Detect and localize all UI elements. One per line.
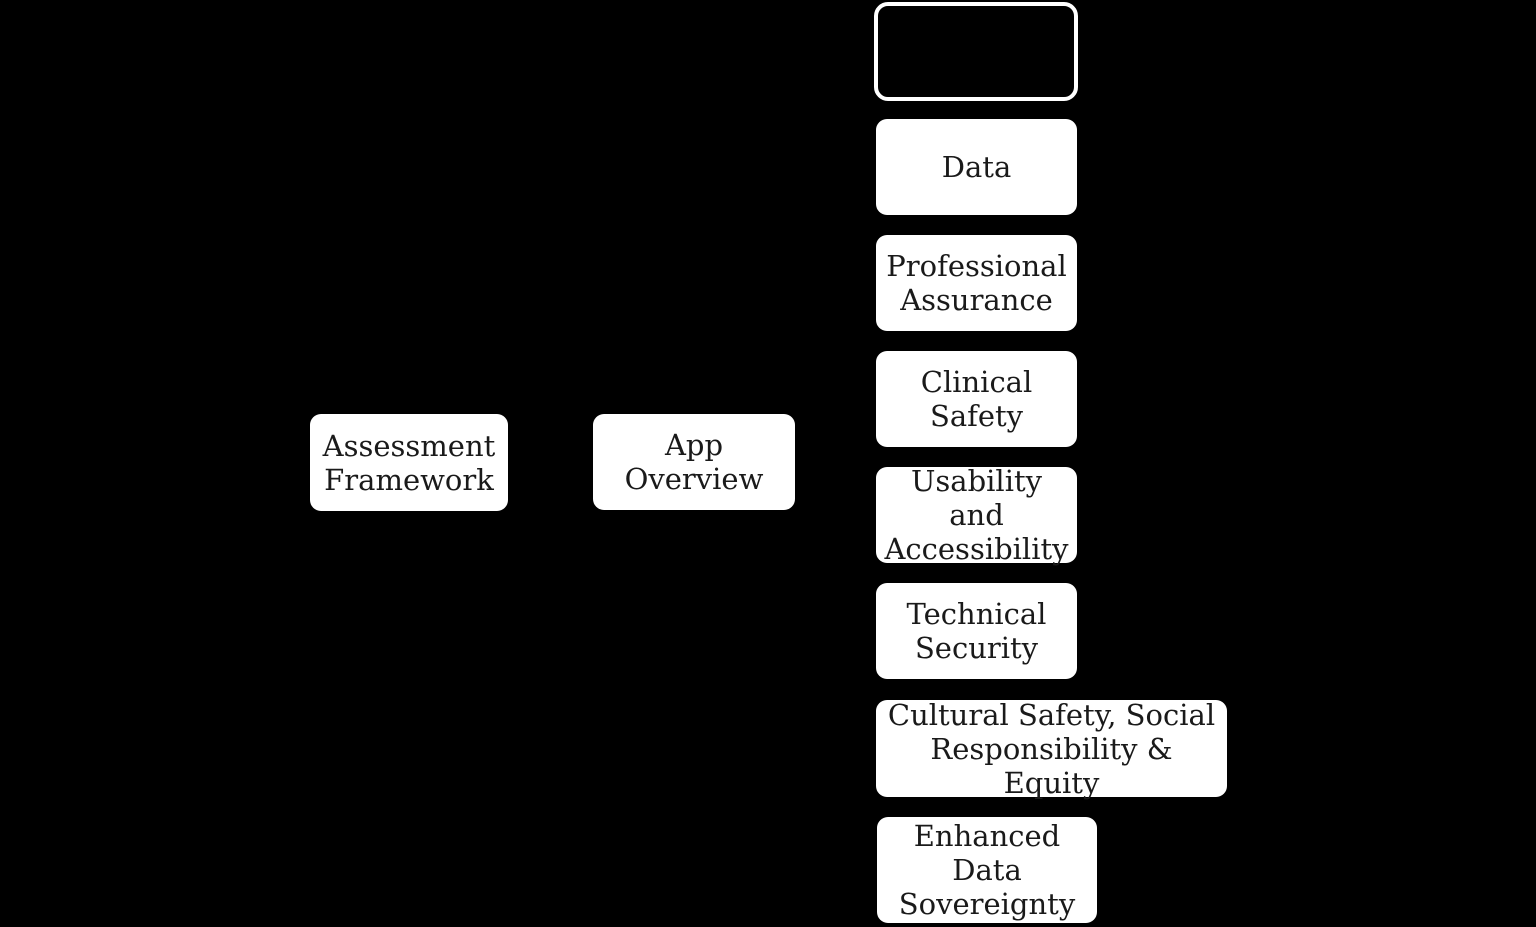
node-cultural-safety-social-responsibility-equity: Cultural Safety, Social Responsibility &… — [876, 698, 1227, 800]
node-usability-accessibility: Usability and Accessibility — [876, 464, 1077, 566]
node-technical-security: Technical Security — [876, 583, 1077, 679]
node-clinical-safety: Clinical Safety — [876, 351, 1077, 447]
node-assessment-framework: Assessment Framework — [310, 414, 508, 511]
node-data: Data — [876, 119, 1077, 215]
node-app-overview: App Overview — [593, 414, 795, 510]
node-professional-assurance: Professional Assurance — [876, 235, 1077, 331]
node-blank-category — [874, 2, 1078, 101]
node-enhanced-data-sovereignty: Enhanced Data Sovereignty — [877, 817, 1097, 923]
